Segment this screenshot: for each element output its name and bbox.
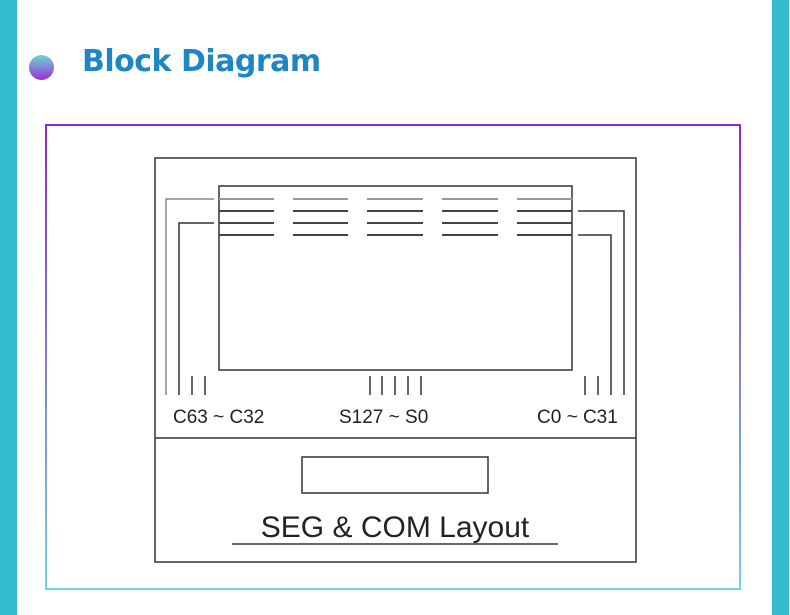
label-com-left: C63 ~ C32 <box>173 407 264 428</box>
com-wire <box>578 234 612 395</box>
bullet-icon <box>29 55 54 80</box>
display-panel <box>218 185 573 371</box>
com-wire <box>178 222 214 395</box>
right-accent-bar <box>772 0 789 615</box>
left-accent-bar <box>0 0 17 615</box>
module-outline <box>154 157 637 563</box>
com-wire <box>165 198 214 395</box>
ic-chip <box>301 456 489 494</box>
diagram-frame <box>45 124 741 590</box>
section-title: Block Diagram <box>82 44 321 79</box>
label-com-right: C0 ~ C31 <box>537 407 618 428</box>
label-seg: S127 ~ S0 <box>339 407 428 428</box>
com-wire <box>578 210 625 395</box>
caption: SEG & COM Layout <box>261 511 530 544</box>
dash-lines <box>219 198 572 236</box>
